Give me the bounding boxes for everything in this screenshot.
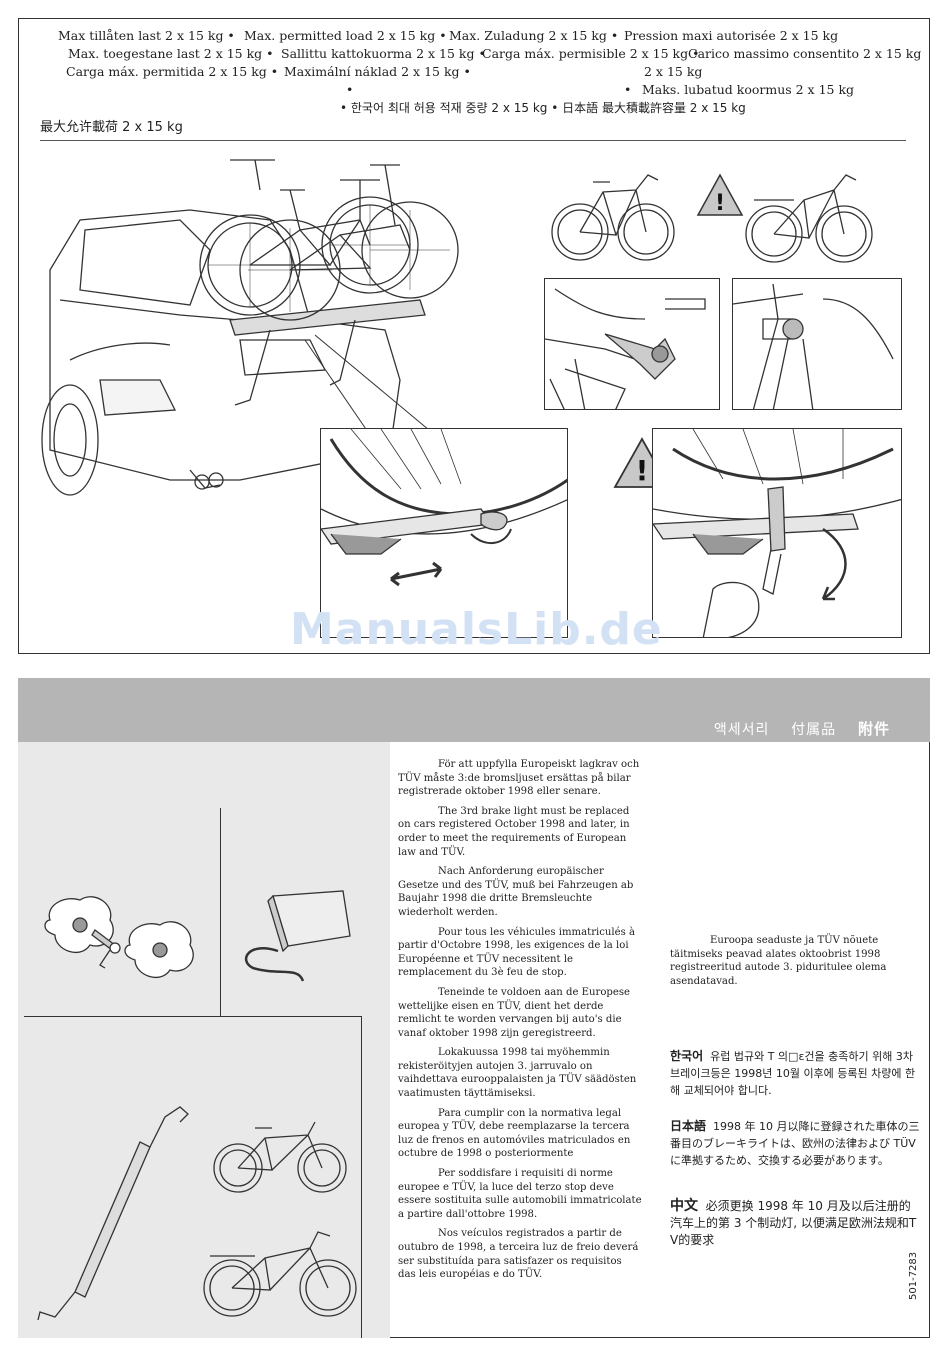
header-band bbox=[18, 678, 930, 742]
brake-light-text-column: För att uppfylla Europeiskt lagkrav och … bbox=[398, 758, 642, 1288]
korean-label: 한국어 bbox=[670, 1049, 704, 1063]
bike-comparison-illustration: ! bbox=[548, 160, 903, 270]
divider-horizontal bbox=[24, 1016, 362, 1017]
text-chinese-block: 中文 必须更换 1998 年 10 月及以后注册的汽车上的第 3 个制动灯, 以… bbox=[670, 1198, 920, 1249]
text-german: Nach Anforderung europäischer Gesetze un… bbox=[398, 866, 634, 918]
load-text: Carico massimo consentito 2 x 15 kg bbox=[688, 46, 922, 61]
svg-text:!: ! bbox=[636, 454, 649, 487]
accessories-title: 액세서리 付属品 附件 bbox=[714, 718, 890, 739]
car-bike-carrier-illustration bbox=[40, 150, 510, 510]
load-text: Sallittu kattokuorma 2 x 15 kg • bbox=[281, 46, 486, 61]
load-text: Maximální náklad 2 x 15 kg • bbox=[284, 64, 471, 79]
document-code: 501-7283 bbox=[908, 1251, 919, 1300]
text-english: The 3rd brake light must be replaced on … bbox=[398, 805, 630, 858]
load-text: • bbox=[624, 82, 632, 97]
locking-knobs-illustration bbox=[40, 890, 200, 1000]
text-chinese: 必须更换 1998 年 10 月及以后注册的汽车上的第 3 个制动灯, 以便满足… bbox=[670, 1199, 917, 1247]
load-text: 2 x 15 kg bbox=[644, 64, 703, 79]
child-bike-illustration bbox=[210, 1110, 360, 1200]
text-italian: Per soddisfare i requisiti di norme euro… bbox=[398, 1168, 642, 1220]
japanese-label: 日本語 bbox=[670, 1119, 707, 1133]
text-dutch: Teneinde te voldoen aan de Europese wett… bbox=[398, 986, 630, 1039]
text-japanese: 1998 年 10 月以降に登録された車体の三番目のブレーキライトは、欧州の法律… bbox=[670, 1120, 920, 1167]
text-korean: 유럽 법규와 T 의□ε건을 충족하기 위해 3차 브레이크등은 1998년 1… bbox=[670, 1050, 916, 1097]
load-text: Carga máx. permitida 2 x 15 kg • bbox=[66, 64, 279, 79]
load-text: Max. Zuladung 2 x 15 kg • bbox=[449, 28, 619, 43]
detail-box-strap bbox=[652, 428, 902, 638]
load-text: Max tillåten last 2 x 15 kg • bbox=[58, 28, 235, 43]
brake-light-illustration bbox=[238, 886, 358, 996]
load-text: • bbox=[346, 82, 354, 97]
load-text: Maks. lubatud koormus 2 x 15 kg bbox=[642, 82, 855, 97]
text-spanish: Para cumplir con la normativa legal euro… bbox=[398, 1107, 631, 1160]
load-text-asian: • 한국어 최대 허용 적재 중량 2 x 15 kg • 日本語 最大積載許容… bbox=[340, 101, 746, 115]
text-french: Pour tous les véhicules immatriculés à p… bbox=[398, 926, 636, 979]
watermark: ManualsLib.de bbox=[290, 604, 663, 655]
separator-rule bbox=[40, 140, 906, 141]
load-text: Carga máx. permisible 2 x 15 kg • bbox=[482, 46, 700, 61]
detail-box-wheel-holder bbox=[320, 428, 568, 638]
top-panel bbox=[18, 18, 930, 654]
text-finnish: Lokakuussa 1998 tai myöhemmin rekisteröi… bbox=[398, 1047, 637, 1100]
load-text: Max. toegestane last 2 x 15 kg • bbox=[68, 46, 274, 61]
text-swedish: För att uppfylla Europeiskt lagkrav och … bbox=[398, 759, 640, 798]
ladies-bike-illustration bbox=[200, 1218, 360, 1328]
accessories-title-zh: 附件 bbox=[857, 720, 890, 738]
text-portuguese: Nos veículos registrados a partir de out… bbox=[398, 1228, 639, 1281]
text-estonian: Euroopa seaduste ja TÜV nõuete täitmisek… bbox=[670, 935, 887, 987]
load-text: Max. permitted load 2 x 15 kg • bbox=[244, 28, 447, 43]
divider-vertical-right bbox=[361, 1016, 362, 1338]
divider-vertical bbox=[220, 808, 221, 1016]
detail-box-clamp-right bbox=[732, 278, 902, 410]
accessories-title-ja: 付属品 bbox=[791, 722, 837, 738]
detail-box-clamp-left bbox=[544, 278, 720, 410]
accessories-title-ko: 액세서리 bbox=[713, 722, 770, 738]
text-korean-block: 한국어 유럽 법규와 T 의□ε건을 충족하기 위해 3차 브레이크등은 199… bbox=[670, 1048, 920, 1099]
load-text: Pression maxi autorisée 2 x 15 kg bbox=[624, 28, 839, 43]
svg-text:!: ! bbox=[715, 191, 725, 216]
chinese-max-load: 最大允许載荷 2 x 15 kg bbox=[40, 120, 183, 135]
text-japanese-block: 日本語 1998 年 10 月以降に登録された車体の三番目のブレーキライトは、欧… bbox=[670, 1118, 920, 1169]
bike-pump-illustration bbox=[30, 1092, 210, 1332]
chinese-label: 中文 bbox=[670, 1198, 698, 1214]
accessory-column bbox=[18, 742, 390, 1338]
